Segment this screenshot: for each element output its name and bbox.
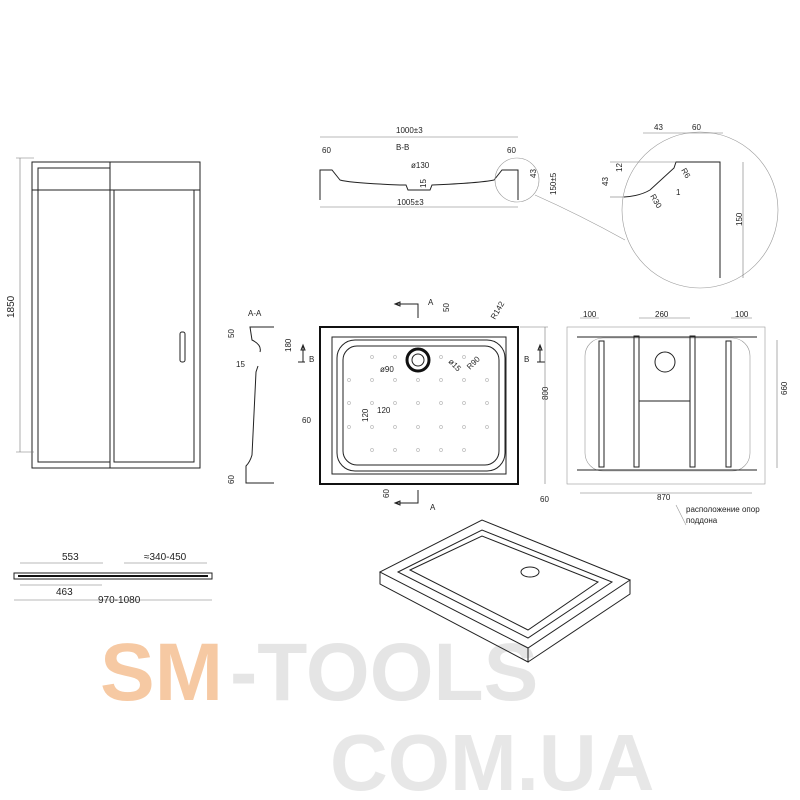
support-note-line2: поддона: [686, 516, 718, 525]
support-870: 870: [657, 493, 671, 502]
plan-60-left: 60: [302, 416, 311, 425]
support-100-right: 100: [735, 310, 749, 319]
plan-d15: ø15: [447, 357, 464, 374]
plan-60-bottom: 60: [382, 489, 391, 498]
plan-r142: R142: [489, 299, 507, 321]
detail-1: 1: [676, 188, 681, 197]
watermark-com-ua: COM.UA: [330, 718, 654, 800]
detail-60: 60: [692, 123, 701, 132]
aa-title: A-A: [248, 309, 262, 318]
bb-left-rim: 60: [322, 146, 331, 155]
door-elevation: 1850: [6, 157, 201, 469]
support-660: 660: [780, 381, 789, 395]
bb-height: 150±5: [549, 172, 558, 195]
bb-width-bottom: 1005±3: [397, 198, 424, 207]
detail-43-top: 43: [654, 123, 663, 132]
watermark-tools: -TOOLS: [230, 627, 538, 718]
support-layout: 100 260 100 660 870 расположение опор по…: [566, 310, 789, 526]
aa-50: 50: [227, 329, 236, 338]
bb-title: B-B: [396, 143, 409, 152]
bb-rim-height: 43: [529, 169, 538, 178]
aa-15: 15: [236, 360, 245, 369]
dim-970-1080: 970-1080: [98, 595, 141, 606]
tray-isometric: [378, 519, 632, 663]
door-plan: 553 ≈340-450 463 970-1080: [13, 552, 213, 606]
door-height-label: 1850: [6, 295, 17, 318]
plan-120-h: 120: [377, 406, 391, 415]
dim-553: 553: [62, 552, 79, 563]
bb-right-rim: 60: [507, 146, 516, 155]
section-a-marker-bottom: A: [430, 503, 436, 512]
support-note-line1: расположение опор: [686, 505, 760, 514]
bb-drain: ø130: [411, 161, 430, 170]
support-100-left: 100: [583, 310, 597, 319]
support-260: 260: [655, 310, 669, 319]
section-b-marker-right: B: [524, 355, 529, 364]
tray-plan: A A B B 50 R142 180 ø90 ø15 R90 800 60 1…: [284, 298, 550, 512]
plan-60-right: 60: [540, 495, 549, 504]
section-a-marker-top: A: [428, 298, 434, 307]
detail-12: 12: [615, 163, 624, 172]
bb-width-top: 1000±3: [396, 126, 423, 135]
plan-r90: R90: [465, 354, 482, 371]
dim-463: 463: [56, 587, 73, 598]
aa-60: 60: [227, 475, 236, 484]
dim-340-450: ≈340-450: [144, 552, 187, 563]
detail-r30: R30: [648, 193, 663, 211]
bb-drain-depth: 15: [419, 179, 428, 188]
plan-d90: ø90: [380, 365, 394, 374]
watermark-sm: SM: [100, 627, 223, 718]
section-bb: 1000±3 1005±3 B-B 60 60 ø130 15 43 150±5: [319, 126, 626, 241]
detail-150: 150: [735, 212, 744, 226]
detail-view: 43 60 12 43 R6 R30 1 150: [601, 123, 779, 289]
plan-800: 800: [541, 386, 550, 400]
detail-43-side: 43: [601, 177, 610, 186]
section-b-marker-left: B: [309, 355, 314, 364]
plan-120-v: 120: [361, 408, 370, 422]
plan-180: 180: [284, 338, 293, 352]
section-aa: A-A 50 15 60: [227, 309, 274, 484]
watermark: SM -TOOLS COM.UA: [100, 627, 654, 800]
plan-50: 50: [442, 303, 451, 312]
detail-r6: R6: [679, 167, 692, 181]
drain-holes: [347, 355, 489, 452]
